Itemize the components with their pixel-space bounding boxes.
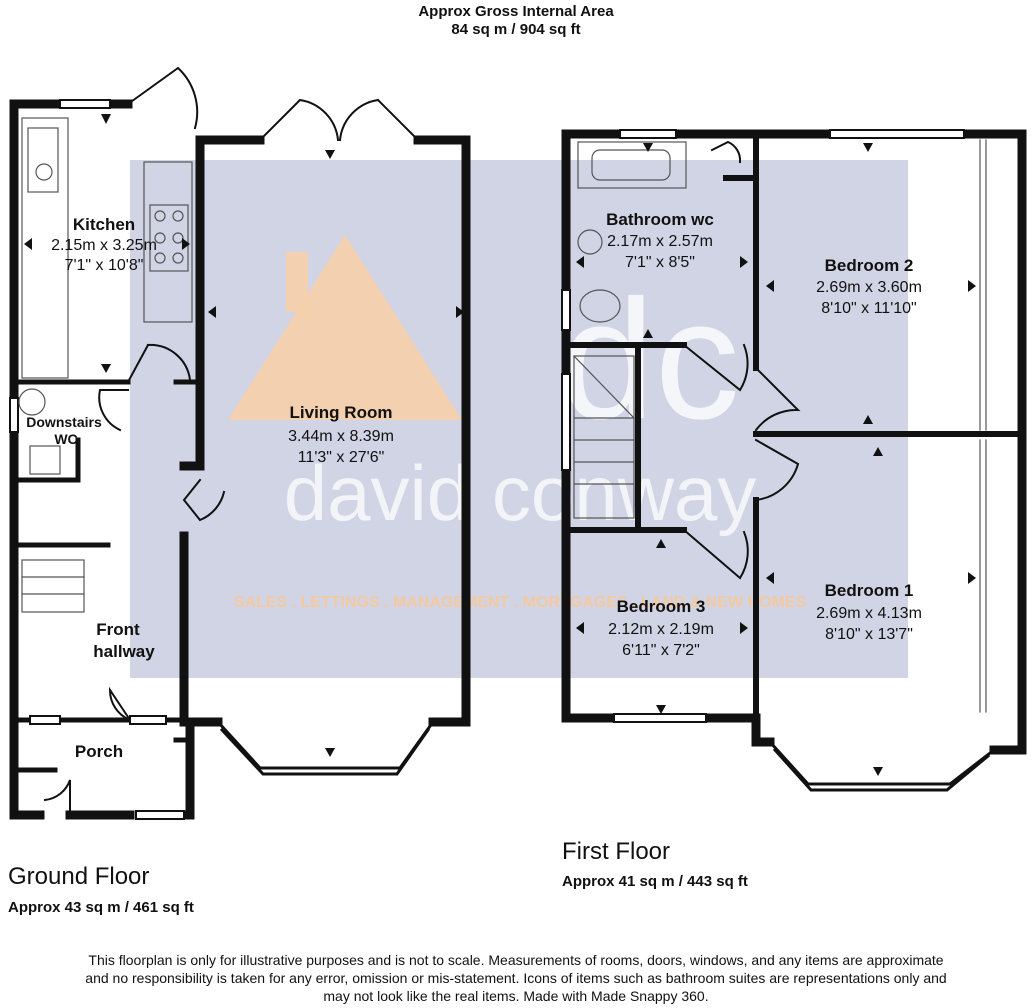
gross-area-value: 84 sq m / 904 sq ft (451, 21, 581, 38)
first-stairs (573, 355, 635, 519)
ground-floor-title: Ground Floor (8, 863, 150, 890)
watermark-brand: david conway (284, 449, 757, 537)
watermark: dc david conway SALES . LETTINGS . MANAG… (130, 160, 908, 678)
sink-icon (27, 127, 59, 193)
bathroom-dim-m: 2.17m x 2.57m (607, 233, 713, 250)
toilet-icon (579, 289, 621, 323)
bedroom1-dim-ft: 8'10" x 13'7" (825, 626, 913, 643)
kitchen-dim-ft: 7'1" x 10'8" (65, 257, 144, 274)
disclaimer-line-1: This floorplan is only for illustrative … (88, 952, 944, 968)
bedroom2-dim-ft: 8'10" x 11'10" (821, 300, 916, 317)
first-internal-walls (563, 131, 1025, 721)
ground-direction-arrows (24, 114, 464, 757)
basin-icon (18, 388, 46, 416)
front-hallway-label-2: hallway (93, 642, 155, 661)
bedroom1-bay-window (767, 739, 997, 792)
gross-area-title: Approx Gross Internal Area (418, 3, 614, 20)
bathroom-fixtures (577, 141, 687, 323)
first-direction-arrows (576, 143, 976, 776)
watermark-tagline: SALES . LETTINGS . MANAGEMENT . MORTGAGE… (234, 594, 807, 611)
living-room-bay-window (215, 719, 436, 776)
bathroom-label: Bathroom wc (606, 210, 714, 229)
bedroom2-dim-m: 2.69m x 3.60m (816, 279, 922, 296)
ground-windows (9, 99, 185, 820)
ground-floor-plan (9, 66, 471, 820)
bedroom1-dim-m: 2.69m x 4.13m (816, 605, 922, 622)
wardrobes (979, 139, 987, 713)
disclaimer-line-3: may not look like the real items. Made w… (323, 988, 709, 1004)
watermark-chimney-icon (286, 252, 308, 312)
bedroom1-label: Bedroom 1 (825, 581, 914, 600)
bathroom-dim-ft: 7'1" x 8'5" (625, 254, 695, 271)
ground-outer-walls (9, 99, 471, 820)
ground-doors (43, 66, 420, 816)
bedroom2-label: Bedroom 2 (825, 256, 914, 275)
bedroom3-label: Bedroom 3 (617, 597, 706, 616)
living-room-dim-m: 3.44m x 8.39m (288, 428, 394, 445)
ground-floor-area: Approx 43 sq m / 461 sq ft (8, 899, 194, 916)
bath-icon (577, 141, 687, 189)
porch-label: Porch (75, 742, 123, 761)
downstairs-wc-label-2: WC (54, 431, 77, 447)
disclaimer-line-2: and no responsibility is taken for any e… (85, 970, 947, 986)
kitchen-label: Kitchen (73, 215, 135, 234)
kitchen-dim-m: 2.15m x 3.25m (51, 237, 157, 254)
first-floor-title: First Floor (562, 838, 670, 865)
front-hallway-label-1: Front (96, 620, 140, 639)
bedroom3-dim-ft: 6'11" x 7'2" (622, 642, 700, 659)
ground-internal-walls (11, 379, 203, 773)
living-room-dim-ft: 11'3" x 27'6" (298, 449, 385, 466)
worktop-icon (143, 161, 193, 323)
living-room-label: Living Room (290, 403, 393, 422)
downstairs-wc-fixtures (18, 388, 61, 475)
toilet-icon (29, 445, 61, 475)
watermark-roof-icon (228, 235, 462, 420)
first-floor-plan (561, 129, 1027, 792)
bedroom3-dim-m: 2.12m x 2.19m (608, 621, 714, 638)
ground-stairs (21, 559, 85, 613)
basin-icon (577, 229, 603, 255)
kitchen-fixtures (21, 117, 193, 379)
room-labels: Kitchen 2.15m x 3.25m 7'1" x 10'8" Livin… (26, 210, 922, 761)
downstairs-wc-label-1: Downstairs (26, 414, 102, 430)
hob-icon (149, 204, 189, 272)
watermark-logo: dc (560, 265, 740, 455)
first-doors (682, 140, 801, 580)
first-windows (561, 129, 965, 723)
first-floor-area: Approx 41 sq m / 443 sq ft (562, 873, 748, 890)
